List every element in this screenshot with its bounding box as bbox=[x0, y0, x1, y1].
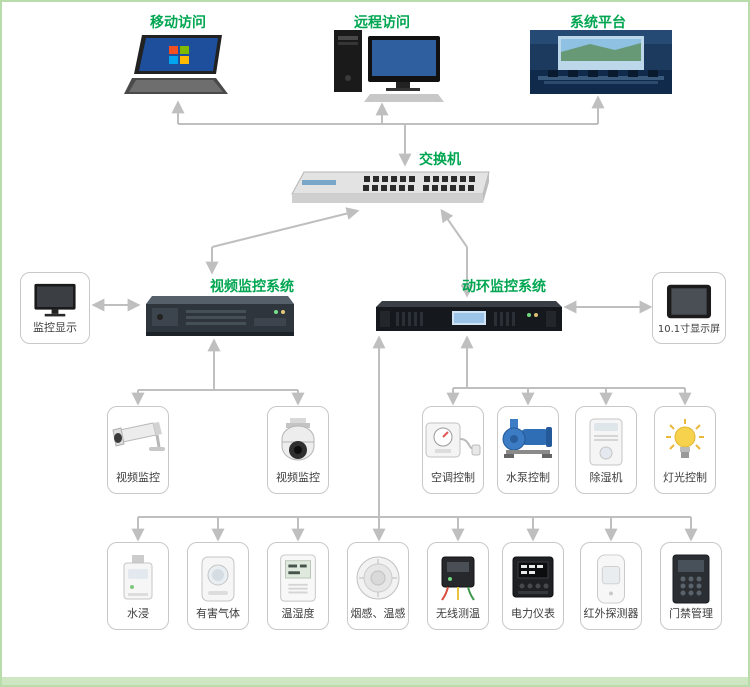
ac-controller-icon bbox=[425, 422, 481, 458]
card-ac-control: 空调控制 bbox=[422, 406, 484, 494]
card-infrared: 红外探测器 bbox=[580, 542, 642, 630]
card-pump-control: 水泵控制 bbox=[497, 406, 559, 494]
card-camera-dome: 视频监控 bbox=[267, 406, 329, 494]
access-control-icon bbox=[672, 554, 710, 604]
wireless-temp-icon bbox=[441, 556, 475, 601]
water-pump-icon bbox=[502, 419, 552, 458]
access-label: 门禁管理 bbox=[669, 607, 713, 620]
card-wireless-temp: 无线测温 bbox=[427, 542, 489, 630]
nvr-icon bbox=[146, 296, 294, 336]
node-video-nvr bbox=[142, 292, 294, 344]
card-temp-humidity: 温湿度 bbox=[267, 542, 329, 630]
card-monitor-display: 监控显示 bbox=[20, 272, 90, 344]
tablet-icon bbox=[124, 35, 228, 94]
camera-dome-label: 视频监控 bbox=[276, 471, 320, 484]
label-switch: 交换机 bbox=[419, 152, 461, 168]
env-host-icon bbox=[376, 301, 562, 331]
control-room-icon bbox=[530, 30, 672, 94]
node-env-host bbox=[374, 299, 562, 339]
card-access: 门禁管理 bbox=[660, 542, 722, 630]
label-video-system: 视频监控系统 bbox=[210, 279, 294, 295]
label-system-platform: 系统平台 bbox=[570, 15, 626, 31]
monitor-display-label: 监控显示 bbox=[33, 321, 77, 334]
card-panel-display: 10.1寸显示屏 bbox=[652, 272, 726, 344]
card-dehumidifier: 除湿机 bbox=[575, 406, 637, 494]
bullet-camera-icon bbox=[112, 422, 165, 451]
node-switch bbox=[290, 168, 495, 214]
desktop-pc-icon bbox=[334, 30, 444, 102]
monitor-icon bbox=[34, 283, 76, 317]
card-camera-bullet: 视频监控 bbox=[107, 406, 169, 494]
temp-humidity-sensor-icon bbox=[280, 554, 316, 602]
water-leak-sensor-icon bbox=[123, 555, 153, 600]
dehumidifier-icon bbox=[589, 418, 623, 466]
camera-bullet-label: 视频监控 bbox=[116, 471, 160, 484]
label-mobile-access: 移动访问 bbox=[150, 15, 206, 31]
label-env-system: 动环监控系统 bbox=[462, 279, 546, 295]
node-desktop-pc bbox=[332, 28, 447, 108]
power-meter-icon bbox=[512, 556, 554, 598]
light-control-label: 灯光控制 bbox=[663, 471, 707, 484]
infrared-label: 红外探测器 bbox=[583, 607, 639, 620]
card-smoke-heat: 烟感、温感 bbox=[347, 542, 409, 630]
power-meter-label: 电力仪表 bbox=[511, 607, 555, 620]
tablet-display-icon bbox=[666, 284, 712, 319]
temp-humidity-label: 温湿度 bbox=[281, 607, 315, 620]
label-remote-access: 远程访问 bbox=[354, 15, 410, 31]
ac-control-label: 空调控制 bbox=[431, 471, 475, 484]
harmful-gas-label: 有害气体 bbox=[196, 607, 240, 620]
card-light-control: 灯光控制 bbox=[654, 406, 716, 494]
node-tablet bbox=[122, 32, 237, 106]
node-control-room bbox=[530, 30, 672, 98]
pump-control-label: 水泵控制 bbox=[506, 471, 550, 484]
gas-sensor-icon bbox=[201, 556, 235, 602]
dehumidifier-label: 除湿机 bbox=[589, 471, 623, 484]
smoke-heat-label: 烟感、温感 bbox=[350, 607, 406, 620]
smoke-detector-icon bbox=[356, 556, 400, 600]
card-power-meter: 电力仪表 bbox=[502, 542, 564, 630]
wireless-temp-label: 无线测温 bbox=[436, 607, 480, 620]
light-bulb-icon bbox=[666, 419, 704, 458]
card-harmful-gas: 有害气体 bbox=[187, 542, 249, 630]
panel-display-label: 10.1寸显示屏 bbox=[657, 324, 721, 335]
dome-camera-icon bbox=[281, 418, 315, 461]
water-leak-label: 水浸 bbox=[127, 607, 149, 620]
infrared-detector-icon bbox=[597, 554, 625, 604]
bottom-frame bbox=[2, 677, 748, 685]
card-water-leak: 水浸 bbox=[107, 542, 169, 630]
switch-icon bbox=[291, 171, 490, 203]
